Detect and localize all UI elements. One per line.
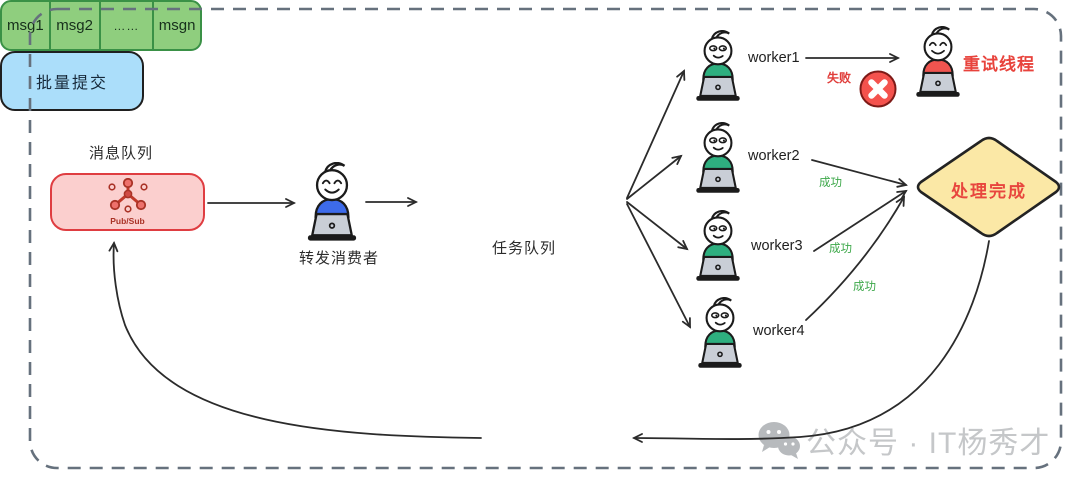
forward-consumer-icon: .fl{fill:none;stroke:#1b1b1b;stroke-widt… bbox=[303, 162, 361, 243]
arrow-worker4-to-complete bbox=[805, 195, 905, 321]
message-queue-title: 消息队列 bbox=[88, 145, 153, 162]
retry-thread-icon: .fl{fill:none;stroke:#1b1b1b;stroke-widt… bbox=[912, 26, 964, 99]
arrow-worker2-to-complete bbox=[811, 159, 908, 188]
worker1-icon: .fl{fill:none;stroke:#1b1b1b;stroke-widt… bbox=[692, 30, 744, 103]
worker4-icon: .fl{fill:none;stroke:#1b1b1b;stroke-widt… bbox=[694, 297, 746, 370]
watermark: 公众号 · IT杨秀才 bbox=[756, 418, 1050, 462]
forward-consumer-label: 转发消费者 bbox=[298, 250, 379, 267]
arrow-queue-to-worker1 bbox=[626, 69, 686, 199]
error-x-icon bbox=[858, 69, 898, 114]
worker3-icon: .fl{fill:none;stroke:#1b1b1b;stroke-widt… bbox=[692, 210, 744, 283]
worker1-label: worker1 bbox=[748, 50, 800, 66]
batch-commit-label: 批量提交 bbox=[35, 75, 108, 92]
task-queue-label: 任务队列 bbox=[491, 240, 556, 257]
wechat-icon bbox=[758, 422, 800, 459]
task-queue-cell: msg2 bbox=[51, 2, 101, 49]
task-queue-cell: msgn bbox=[158, 17, 196, 34]
success-label: 成功 bbox=[853, 281, 876, 293]
worker2-icon: .fl{fill:none;stroke:#1b1b1b;stroke-widt… bbox=[692, 122, 744, 195]
curve-batch-to-mq bbox=[108, 240, 482, 439]
retry-thread-label: 重试线程 bbox=[963, 55, 1035, 74]
message-queue-node: Pub/Sub bbox=[50, 173, 205, 231]
worker3-label: worker3 bbox=[751, 238, 803, 254]
pubsub-badge-label: Pub/Sub bbox=[110, 216, 145, 226]
watermark-text: 公众号 · IT杨秀才 bbox=[806, 427, 1051, 460]
dashed-border bbox=[28, 7, 1063, 470]
pubsub-icon bbox=[107, 178, 148, 213]
arrow-queue-to-worker3 bbox=[626, 201, 689, 251]
complete-label: 处理完成 bbox=[951, 182, 1027, 201]
fail-label: 失败 bbox=[826, 71, 851, 85]
success-label: 成功 bbox=[829, 243, 852, 255]
arrow-queue-to-worker4 bbox=[626, 203, 691, 329]
task-queue-cell-ellipsis: …… bbox=[101, 2, 155, 49]
batch-commit-node: 批量提交 bbox=[0, 51, 144, 111]
arrow-worker3-to-complete bbox=[813, 189, 908, 252]
success-label: 成功 bbox=[819, 177, 842, 189]
worker2-label: worker2 bbox=[748, 148, 800, 164]
arrow-queue-to-worker2 bbox=[626, 154, 683, 200]
worker4-label: worker4 bbox=[753, 323, 805, 339]
complete-diamond bbox=[916, 136, 1061, 238]
curve-complete-to-batch bbox=[631, 240, 990, 443]
